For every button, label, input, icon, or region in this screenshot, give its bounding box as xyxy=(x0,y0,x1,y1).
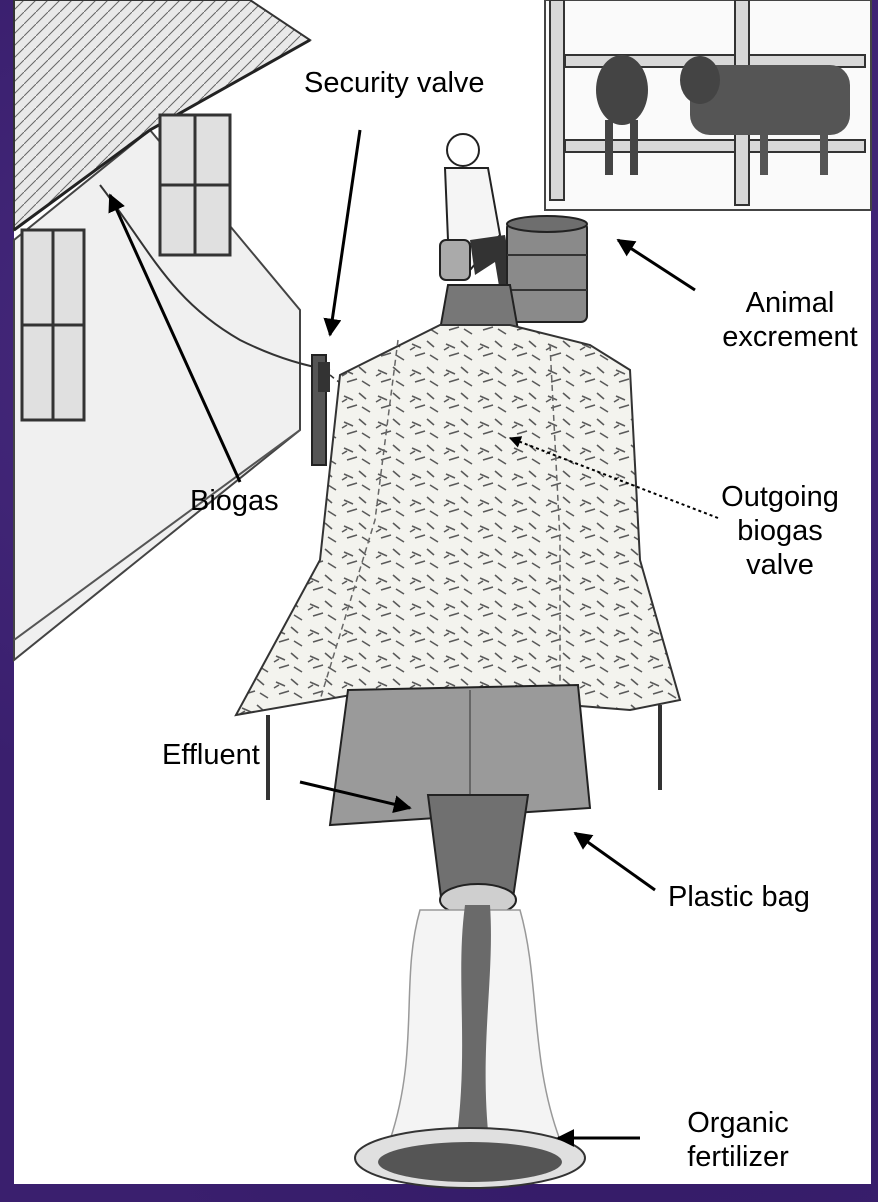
house-window-upper xyxy=(160,115,230,255)
label-plastic-bag: Plastic bag xyxy=(668,880,810,914)
label-outgoing-biogas-valve: Outgoing biogas valve xyxy=(690,480,870,582)
fertilizer-pit xyxy=(355,1128,585,1188)
label-organic-fertilizer: Organic fertilizer xyxy=(650,1106,826,1174)
label-animal-excrement: Animal excrement xyxy=(702,286,878,354)
outlet-pipe xyxy=(428,795,528,916)
label-animal-excrement-line-1: Animal xyxy=(702,286,878,320)
house-window-lower xyxy=(22,230,84,420)
stable xyxy=(545,0,871,210)
label-outgoing-biogas-valve-line-2: biogas xyxy=(690,514,870,548)
label-animal-excrement-line-2: excrement xyxy=(702,320,878,354)
barrel xyxy=(507,216,587,322)
label-biogas: Biogas xyxy=(190,484,279,518)
label-outgoing-biogas-valve-line-3: valve xyxy=(690,548,870,582)
label-effluent: Effluent xyxy=(162,738,260,772)
inlet-pipe xyxy=(440,285,518,330)
label-security-valve: Security valve xyxy=(304,66,485,100)
label-outgoing-biogas-valve-line-1: Outgoing xyxy=(690,480,870,514)
label-organic-fertilizer-line-1: Organic xyxy=(650,1106,826,1140)
label-organic-fertilizer-line-2: fertilizer xyxy=(650,1140,826,1174)
